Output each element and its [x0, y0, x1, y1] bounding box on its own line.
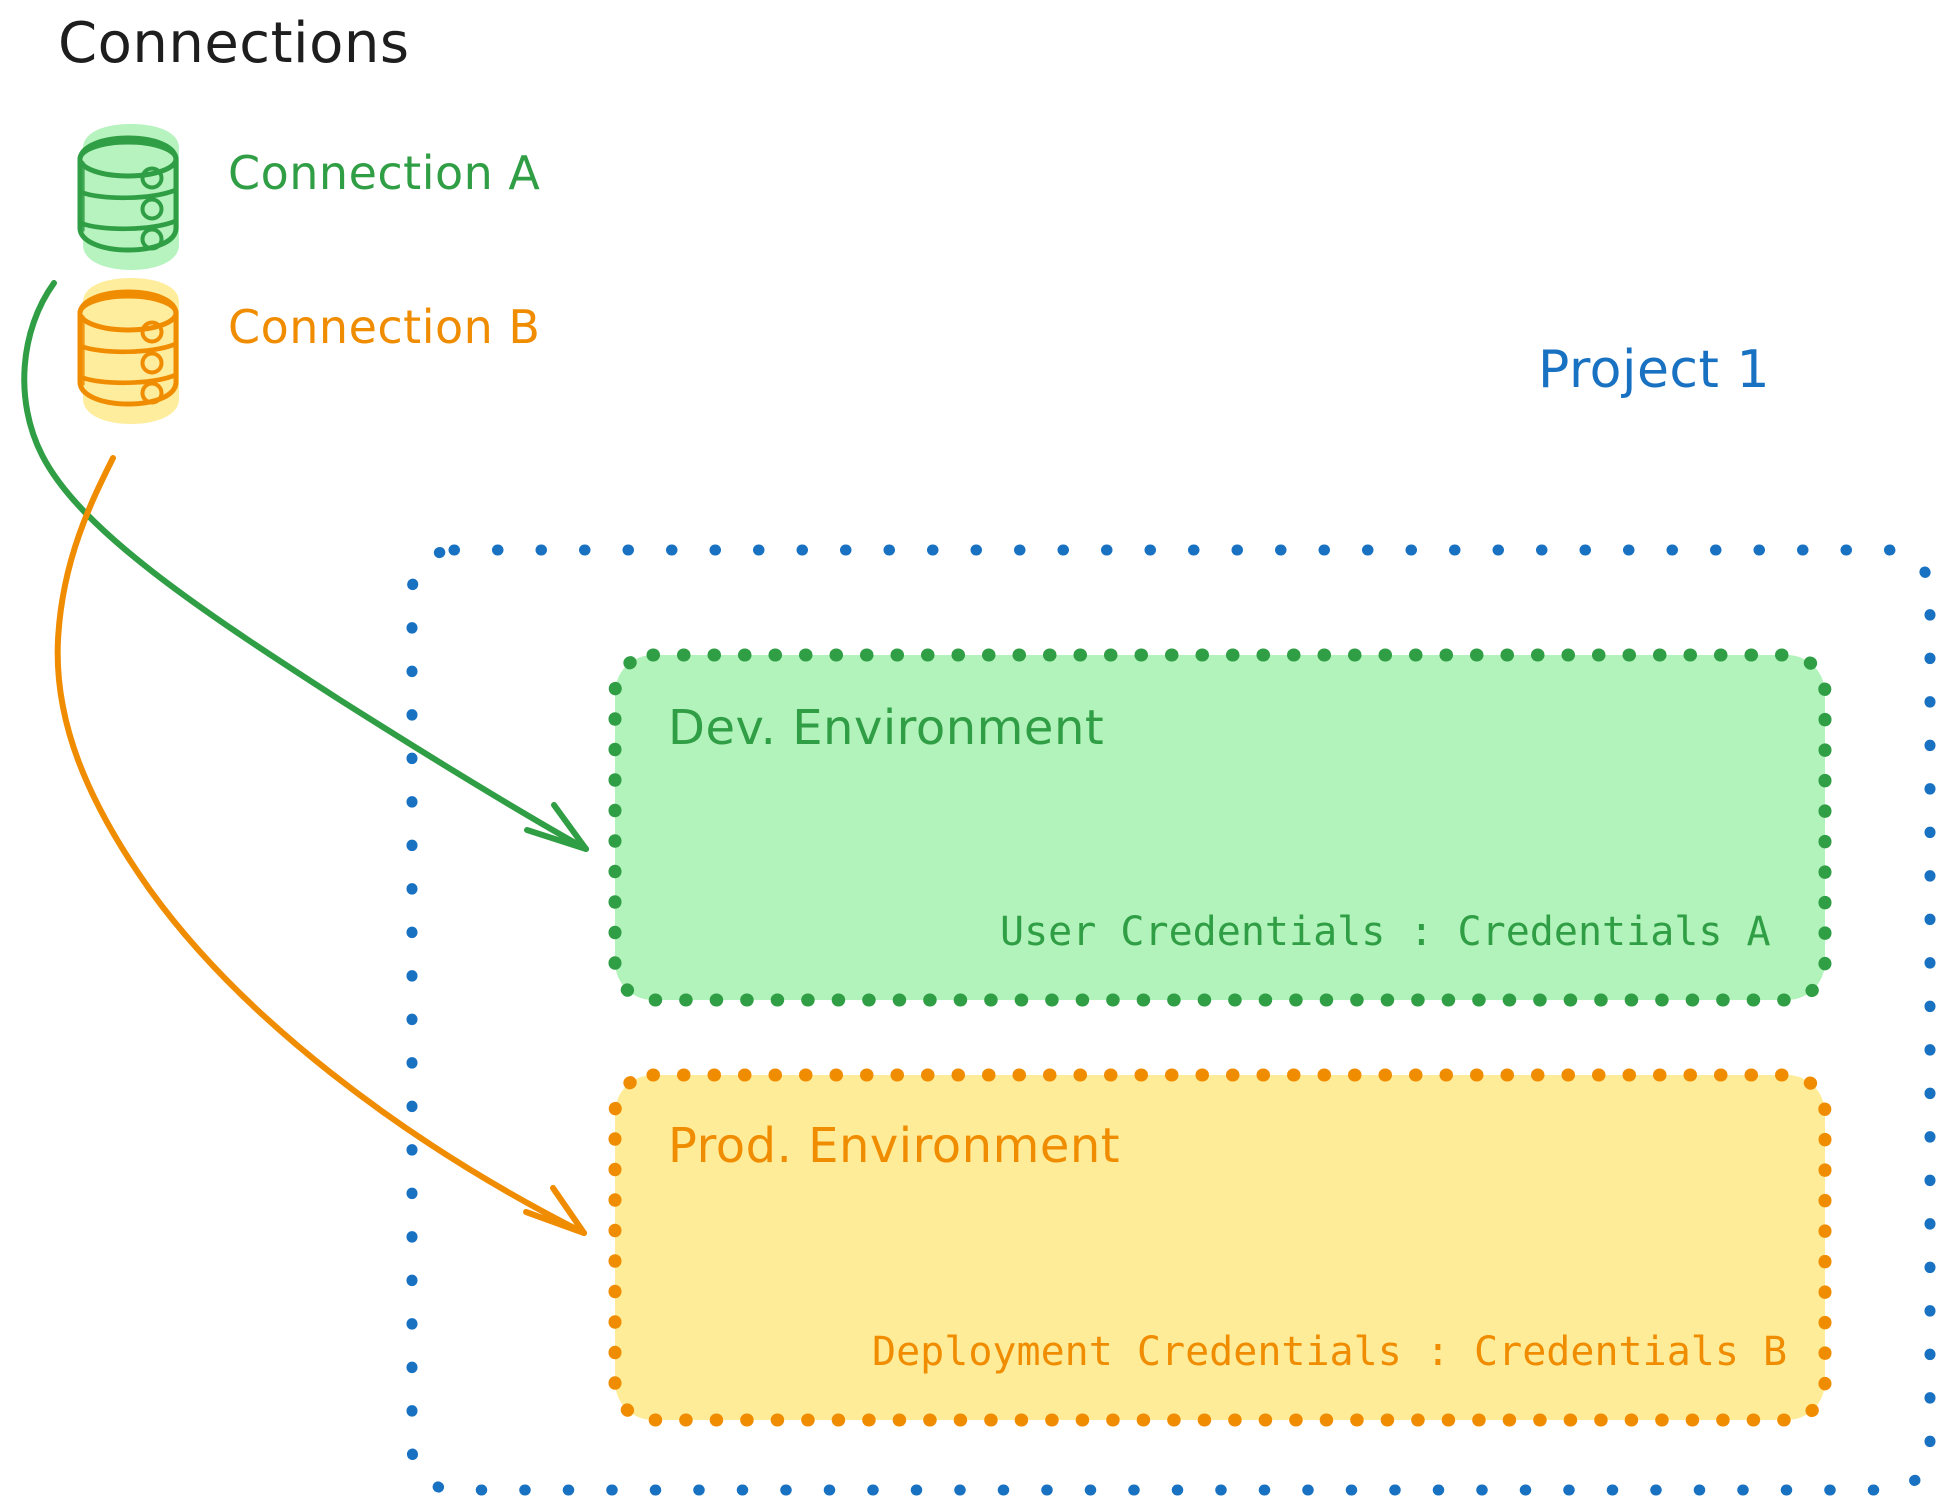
dev-environment-region[interactable]	[615, 655, 1825, 1000]
prod-environment-region[interactable]	[615, 1075, 1825, 1420]
connection-b-label: Connection B	[228, 300, 541, 354]
connection-a-label: Connection A	[228, 146, 541, 200]
dev-environment-title: Dev. Environment	[668, 700, 1105, 756]
connection-b-database-icon[interactable]	[66, 282, 188, 400]
dev-environment-credentials: User Credentials : Credentials A	[1000, 909, 1771, 955]
project-title-label: Project 1	[1538, 340, 1771, 400]
connection-a-database-icon[interactable]	[66, 128, 188, 246]
page-title: Connections	[58, 11, 410, 76]
prod-environment-title: Prod. Environment	[668, 1118, 1121, 1174]
prod-environment-credentials: Deployment Credentials : Credentials B	[872, 1329, 1788, 1375]
